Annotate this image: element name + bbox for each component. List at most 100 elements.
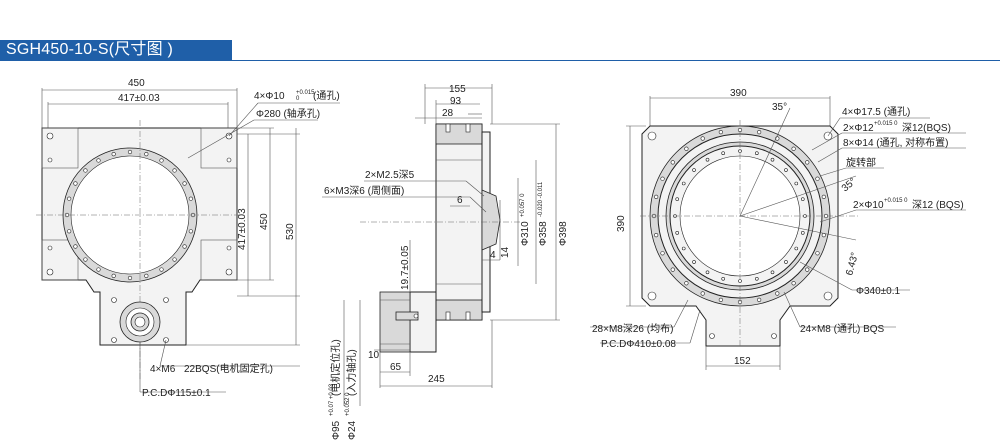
inner-bolt-hole xyxy=(800,197,805,201)
outer-bolt-hole xyxy=(791,146,796,151)
outer-bolt-hole xyxy=(654,233,659,238)
dim-152: 152 xyxy=(734,356,751,367)
dim-v-pitch: 417±0.03 xyxy=(237,208,248,250)
dim-phi358-tol: -0.020 -0.011 xyxy=(538,181,544,217)
bearing-bolt-hole xyxy=(127,149,133,155)
label-rotating-part: 旋转部 xyxy=(846,156,876,169)
dim-phi24-tol: +0.052 0 xyxy=(345,392,351,416)
bearing-bolt-hole xyxy=(83,168,88,173)
label-thread-m25: 2×M2.5深5 xyxy=(365,169,415,181)
label-pcd-115: P.C.DΦ115±0.1 xyxy=(142,388,211,399)
outer-bolt-hole xyxy=(684,146,689,151)
dim-v-450: 450 xyxy=(259,213,270,230)
dim-28: 28 xyxy=(442,108,454,119)
bearing-bolt-hole xyxy=(172,257,177,262)
outer-bolt-hole xyxy=(815,176,820,181)
bearing-bolt-hole xyxy=(127,275,133,281)
angle-6-43: 6.43° xyxy=(844,251,861,277)
outer-bolt-hole xyxy=(805,160,810,165)
bearing-bolt-hole xyxy=(83,257,88,262)
label-m8-deep: 28×M8深26 (均布) xyxy=(592,323,673,335)
label-thru-hole-tol-lower: 0 xyxy=(296,96,300,102)
outer-bolt-hole xyxy=(670,267,675,272)
outer-bolt-hole xyxy=(757,130,762,135)
bearing-bolt-hole xyxy=(111,152,116,157)
dim-390-left: 390 xyxy=(616,215,627,232)
inner-bolt-hole xyxy=(755,151,759,156)
title-underline xyxy=(0,60,1000,61)
dim-19-7: 19.7±0.05 xyxy=(400,245,411,290)
bearing-bolt-hole xyxy=(111,273,116,278)
bearing-bolt-hole xyxy=(73,244,78,249)
label-hole-phi12-tol: +0.015 0 xyxy=(874,121,898,127)
label-phi340: Φ340±0.1 xyxy=(856,286,900,297)
label-thru-hole-note: (通孔) xyxy=(313,90,340,102)
dim-245: 245 xyxy=(428,374,445,385)
dim-phi310: Φ310 xyxy=(520,221,531,246)
outer-bolt-hole xyxy=(718,297,723,302)
outer-bolt-hole xyxy=(700,136,705,141)
label-hole-phi10-note: 深12 (BQS) xyxy=(912,199,964,211)
inner-bolt-hole xyxy=(681,181,686,186)
dim-phi358: Φ358 xyxy=(538,221,549,246)
inner-bolt-hole xyxy=(705,270,710,275)
bearing-bolt-hole xyxy=(188,229,193,234)
rear-view: 390 35° 390 4×Φ17.5 (通孔) 2× xyxy=(590,88,966,370)
inner-bolt-hole xyxy=(794,181,799,186)
label-thread-m3: 6×M3深6 (周侧面) xyxy=(324,184,404,197)
angle-35-top: 35° xyxy=(772,102,787,113)
dim-hole-pitch-h: 417±0.03 xyxy=(118,93,160,104)
label-motor-thread: 4×M6 xyxy=(150,364,176,375)
outer-bolt-hole xyxy=(670,160,675,165)
dim-4: 4 xyxy=(490,250,496,261)
label-bearing-hole: Φ280 (轴承孔) xyxy=(256,107,320,120)
bearing-bolt-hole xyxy=(144,273,149,278)
outer-bolt-hole xyxy=(757,297,762,302)
outer-bolt-hole xyxy=(821,194,826,199)
bearing-bolt-hole xyxy=(182,181,187,186)
bearing-bolt-hole xyxy=(67,196,72,201)
inner-bolt-hole xyxy=(721,151,725,156)
label-hole-phi12-note: 深12(BQS) xyxy=(902,122,951,134)
inner-bolt-hole xyxy=(675,231,680,235)
label-thru-hole: 4×Φ10 xyxy=(254,91,285,102)
inner-bolt-hole xyxy=(721,276,725,281)
dim-phi310-tol: +0.057 0 xyxy=(520,193,526,217)
bearing-bolt-hole xyxy=(172,168,177,173)
side-view: 155 93 28 2×M2.5深5 6×M3深6 (周侧面) xyxy=(322,84,569,440)
angle-35-mid: 35° xyxy=(840,176,859,194)
dim-phi95-note: (电机定位孔) xyxy=(329,339,342,396)
outer-bolt-hole xyxy=(718,130,723,135)
inner-bolt-hole xyxy=(770,270,775,275)
outer-bolt-hole xyxy=(660,251,665,256)
outer-bolt-hole xyxy=(791,281,796,286)
dim-93: 93 xyxy=(450,96,462,107)
label-motor-thread-depth: 22BQS(电机固定孔) xyxy=(184,362,273,375)
label-hole-phi12: 2×Φ12 xyxy=(843,123,874,134)
inner-bolt-hole xyxy=(794,246,799,251)
dim-phi95: Φ95 xyxy=(331,420,342,440)
inner-bolt-hole xyxy=(800,231,805,235)
front-view: 450 417±0.03 4×Φ10 +0.015 0 (通孔) Φ280 (轴 xyxy=(36,78,340,399)
dim-phi398: Φ398 xyxy=(558,221,569,246)
rear-bolt-ring-outer xyxy=(651,127,829,305)
bearing-bolt-hole xyxy=(159,267,164,272)
inner-bolt-hole xyxy=(692,260,696,264)
outer-bolt-hole xyxy=(660,176,665,181)
inner-bolt-hole xyxy=(705,157,710,162)
rear-bolt-ring-inner xyxy=(673,149,807,283)
inner-bolt-hole xyxy=(675,197,680,201)
inner-bolt-hole xyxy=(692,168,696,172)
label-hole-phi10-tol: +0.015 0 xyxy=(884,198,908,204)
dim-phi95-tol: +0.07 +0.03 xyxy=(329,383,335,416)
outer-bolt-hole xyxy=(684,281,689,286)
inner-bolt-hole xyxy=(681,246,686,251)
page-title: SGH450-10-S(尺寸图 ) xyxy=(0,40,232,60)
dim-phi24-note: (入力轴孔) xyxy=(345,349,358,396)
dim-phi24: Φ24 xyxy=(347,420,358,440)
label-hole-17-5: 4×Φ17.5 (通孔) xyxy=(842,106,910,118)
inner-bolt-hole xyxy=(755,276,759,281)
inner-bolt-hole xyxy=(784,260,788,264)
bearing-bolt-hole xyxy=(67,229,72,234)
